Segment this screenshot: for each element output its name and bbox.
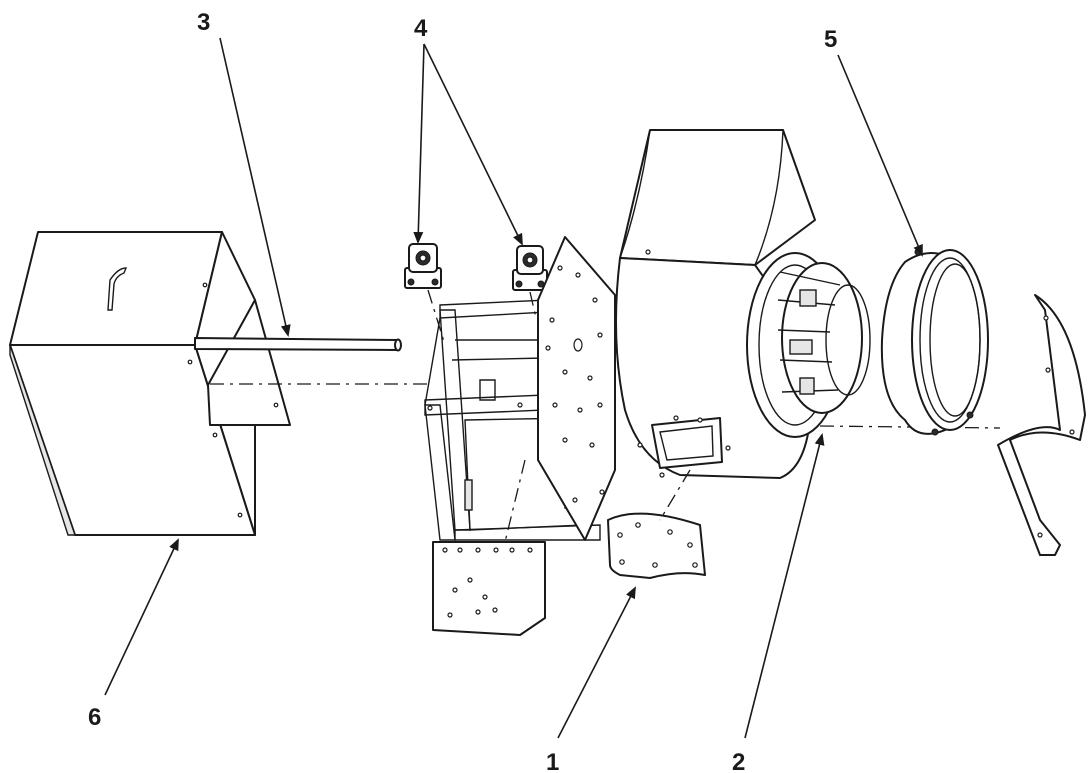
leader-2 (744, 433, 825, 739)
side-mounting-plate (537, 236, 616, 541)
access-cover (607, 512, 706, 579)
leader-4a (413, 43, 425, 244)
callout-5: 5 (824, 26, 837, 53)
leader-3 (219, 37, 291, 337)
leader-1 (557, 586, 636, 739)
inlet-cone (880, 248, 989, 436)
bearing-left-axis (427, 289, 446, 346)
shaft (194, 337, 402, 352)
callout-6: 6 (88, 704, 101, 731)
access-cover-axis (659, 469, 691, 521)
bearing-right-axis (529, 291, 537, 319)
callout-4: 4 (414, 15, 428, 42)
callout-3: 3 (197, 9, 210, 36)
bottom-plate (432, 541, 546, 636)
callout-labels: 1 2 3 4 5 6 (88, 9, 837, 773)
cover-side-flap (207, 299, 291, 426)
motor-cover-box (9, 231, 291, 536)
leader-6 (104, 538, 179, 696)
end-panel (997, 294, 1086, 556)
callout-2: 2 (732, 749, 745, 773)
bearing-left (404, 243, 442, 289)
callout-1: 1 (546, 749, 559, 773)
bearing-right (512, 245, 548, 291)
leader-4b (423, 43, 523, 246)
fan-wheel (746, 252, 871, 438)
bottom-plate-axis (504, 459, 526, 543)
leader-lines (104, 37, 923, 739)
leader-5 (837, 54, 923, 257)
